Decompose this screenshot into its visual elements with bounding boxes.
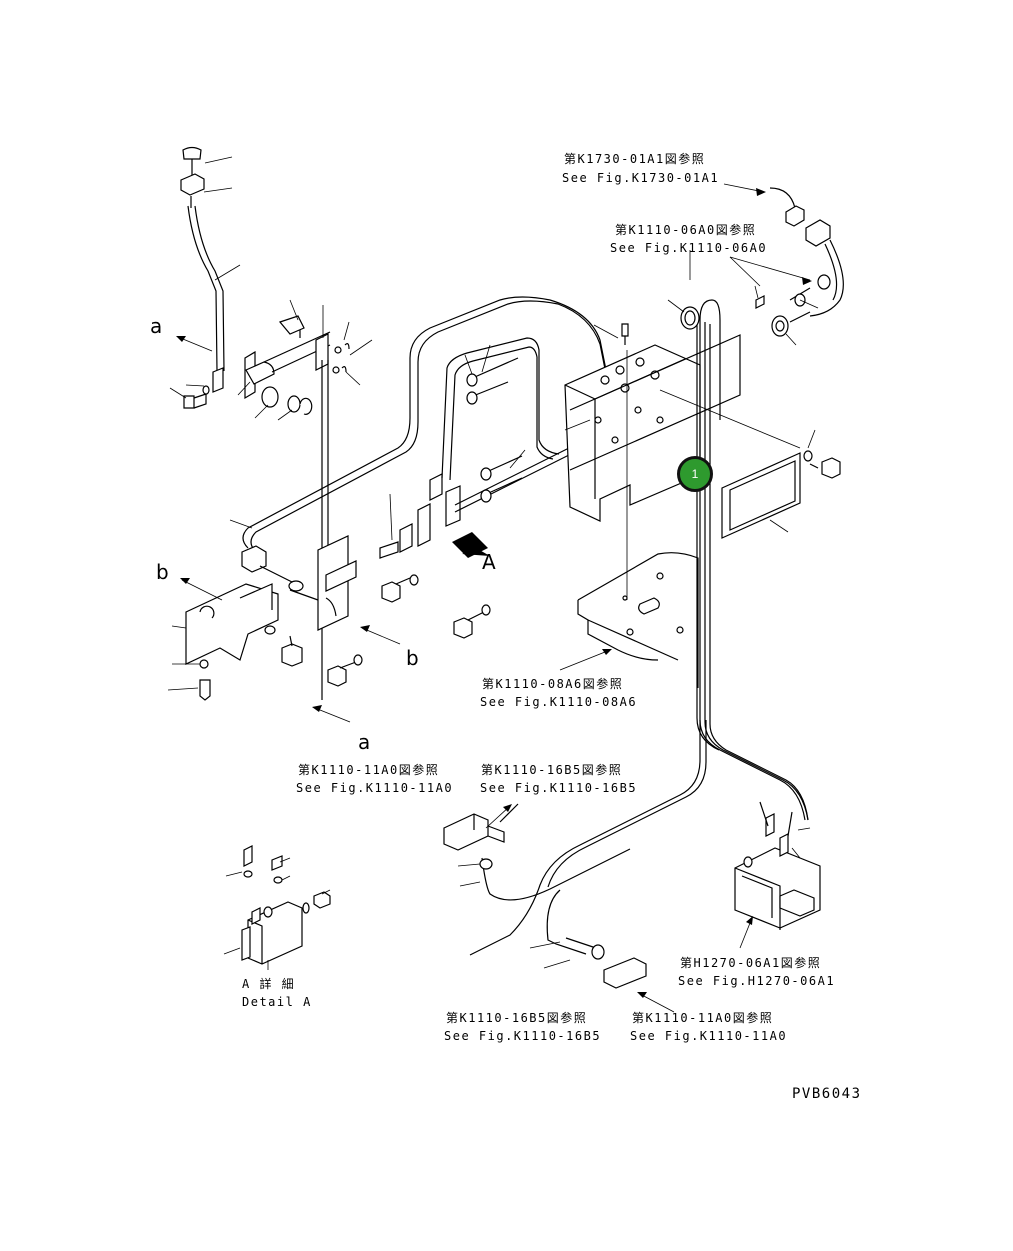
cable-connector-left — [241, 545, 304, 592]
lower-switch — [443, 803, 631, 901]
control-lever — [180, 146, 241, 372]
ref-k1110-08a6-jp: 第K1110-08A6図参照 — [482, 677, 624, 691]
vertical-harness — [469, 299, 809, 956]
right-connectors — [689, 187, 844, 346]
cover-plate — [659, 389, 841, 539]
console-bracket — [167, 535, 357, 701]
ref-k1110-11a0-lower-en: See Fig.K1110-11A0 — [630, 1029, 788, 1043]
marker-view-a: A — [482, 550, 496, 574]
ref-k1110-16b5-lower-jp: 第K1110-16B5図参照 — [446, 1011, 588, 1025]
ref-k1730-jp: 第K1730-01A1図参照 — [564, 152, 706, 166]
ref-k1110-06a0-jp: 第K1110-06A0図参照 — [615, 223, 757, 237]
control-cables — [441, 337, 576, 513]
ref-k1730-en: See Fig.K1730-01A1 — [562, 171, 720, 185]
lever-bracket — [169, 331, 331, 421]
mounting-plate — [569, 334, 741, 471]
leader-arrows — [176, 183, 812, 1013]
ref-k1110-16b5-lower-en: See Fig.K1110-16B5 — [444, 1029, 602, 1043]
marker-b-left: b — [156, 560, 169, 584]
detail-a-drawing — [223, 845, 331, 970]
ref-k1110-11a0-jp: 第K1110-11A0図参照 — [298, 763, 440, 777]
mount-bolts — [327, 574, 491, 687]
floor-frame — [577, 552, 699, 688]
marker-a-top: a — [150, 314, 163, 338]
detail-a-caption-en: Detail A — [242, 995, 312, 1009]
switch-box — [734, 801, 821, 930]
lower-connector — [529, 889, 647, 989]
ref-k1110-06a0-en: See Fig.K1110-06A0 — [610, 241, 768, 255]
marker-b-right: b — [406, 646, 419, 670]
clamp-plates — [379, 473, 461, 559]
upper-clip — [278, 299, 373, 700]
part-callout-1[interactable]: 1 — [677, 456, 713, 492]
ref-k1110-11a0-lower-jp: 第K1110-11A0図参照 — [632, 1011, 774, 1025]
ref-h1270-en: See Fig.H1270-06A1 — [678, 974, 836, 988]
marker-a-bottom: a — [358, 730, 371, 754]
ref-k1110-16b5-jp: 第K1110-16B5図参照 — [481, 763, 623, 777]
control-valve — [564, 323, 701, 600]
detail-a-caption-jp: A 詳 細 — [242, 977, 296, 991]
ref-k1110-08a6-en: See Fig.K1110-08A6 — [480, 695, 638, 709]
ref-k1110-16b5-en: See Fig.K1110-16B5 — [480, 781, 638, 795]
drawing-id: PVB6043 — [792, 1086, 862, 1102]
ref-k1110-11a0-en: See Fig.K1110-11A0 — [296, 781, 454, 795]
main-cable — [229, 296, 629, 553]
ref-h1270-jp: 第H1270-06A1図参照 — [680, 956, 822, 970]
